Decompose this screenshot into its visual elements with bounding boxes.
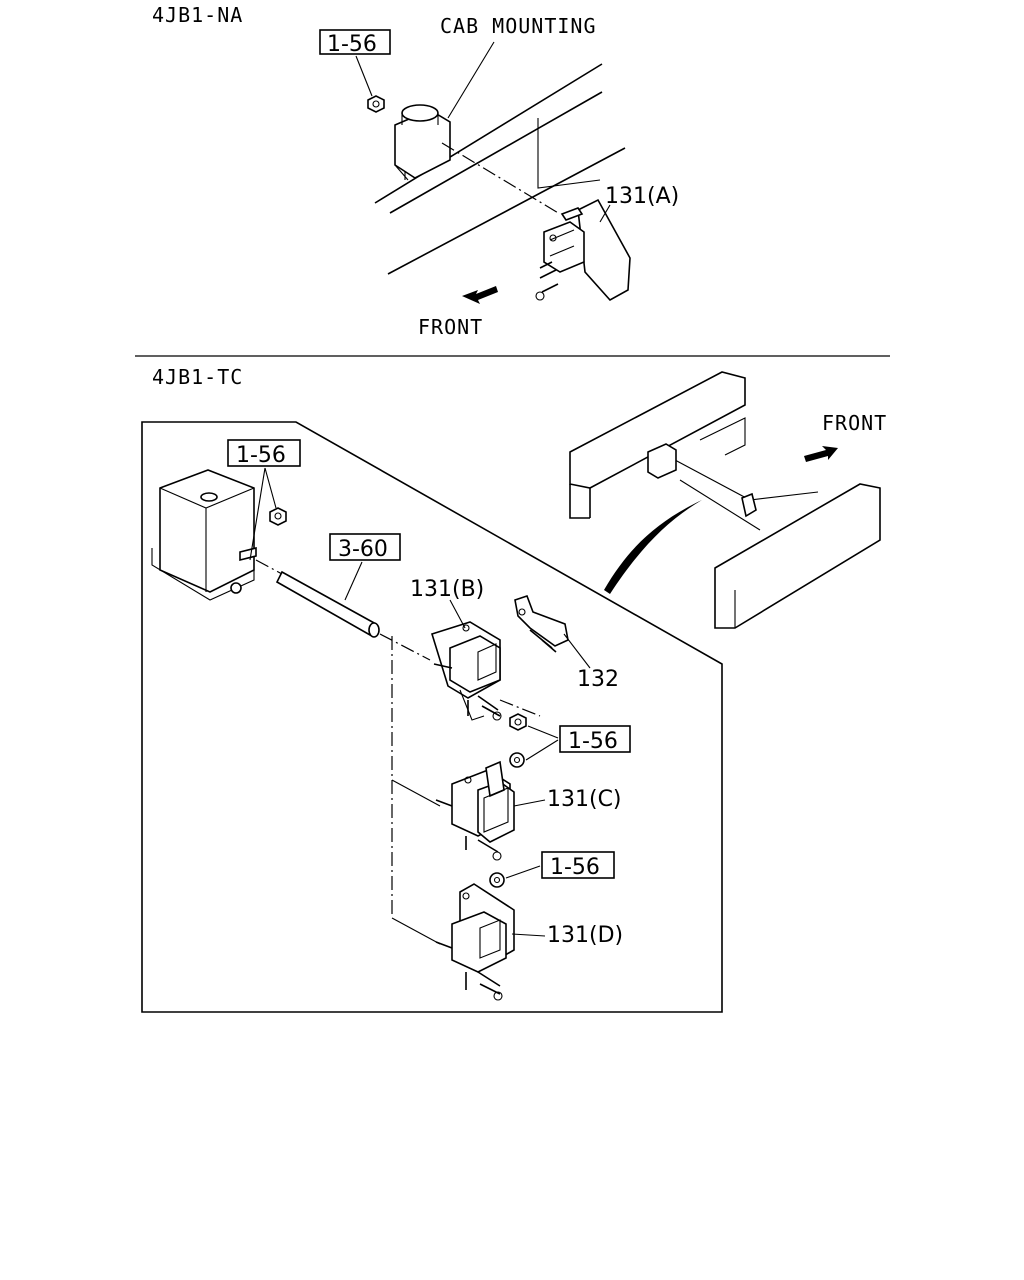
hose-branch-lines xyxy=(391,779,441,945)
front-arrow-upper-icon xyxy=(462,286,498,304)
hose-3-60 xyxy=(255,559,431,661)
part-132-leader xyxy=(563,633,591,669)
cab-mounting-label: CAB MOUNTING xyxy=(440,14,597,38)
part-132-label: 132 xyxy=(577,667,619,692)
washer-icon xyxy=(489,872,505,888)
part-131b-label: 131(B) xyxy=(410,577,484,602)
section-title-upper: 4JB1-NA xyxy=(152,3,243,27)
front-label-upper: FRONT xyxy=(418,315,483,339)
inset-frame-view xyxy=(569,371,881,629)
ref-label-1-56: 1-56 xyxy=(236,443,286,468)
valve-131a xyxy=(535,198,631,302)
part-131c-leader xyxy=(513,799,546,807)
nut-icon xyxy=(509,713,527,731)
bracket-132 xyxy=(514,594,569,653)
ref-label-1-56: 1-56 xyxy=(568,729,618,754)
part-131a-label: 131(A) xyxy=(605,184,679,209)
washer-icon xyxy=(509,752,525,768)
part-131b-leader xyxy=(449,599,466,629)
bolt-dashed-line xyxy=(499,699,541,717)
valve-131c xyxy=(435,760,515,861)
ref-box-1-56-lower: 1-56 xyxy=(505,851,615,880)
cab-mounting-leader xyxy=(447,41,495,119)
part-131a-leader xyxy=(599,204,611,223)
nut-icon xyxy=(269,507,287,526)
front-arrow-lower-icon xyxy=(804,446,838,462)
ref-label-1-56: 1-56 xyxy=(550,855,600,880)
ref-box-1-56-middle: 1-56 xyxy=(525,725,631,761)
valve-131d xyxy=(435,883,515,1001)
valve-131b xyxy=(431,621,502,721)
part-131d-label: 131(D) xyxy=(547,923,623,948)
ref-box-3-60: 3-60 xyxy=(329,533,401,601)
vacuum-tank xyxy=(151,469,257,601)
hose-line-upper xyxy=(441,142,561,215)
ref-box-1-56-tank: 1-56 xyxy=(227,439,301,561)
ref-label-3-60: 3-60 xyxy=(338,537,388,562)
part-131c-label: 131(C) xyxy=(547,787,622,812)
nut-icon xyxy=(367,95,385,113)
part-131d-leader xyxy=(511,933,546,937)
ref-box-1-56-upper: 1-56 xyxy=(319,29,391,97)
ref-label-1-56: 1-56 xyxy=(327,32,377,57)
detail-boundary xyxy=(141,421,723,1013)
section-title-lower: 4JB1-TC xyxy=(152,365,243,389)
front-label-lower: FRONT xyxy=(822,411,887,435)
cab-mounting-block xyxy=(394,104,451,181)
